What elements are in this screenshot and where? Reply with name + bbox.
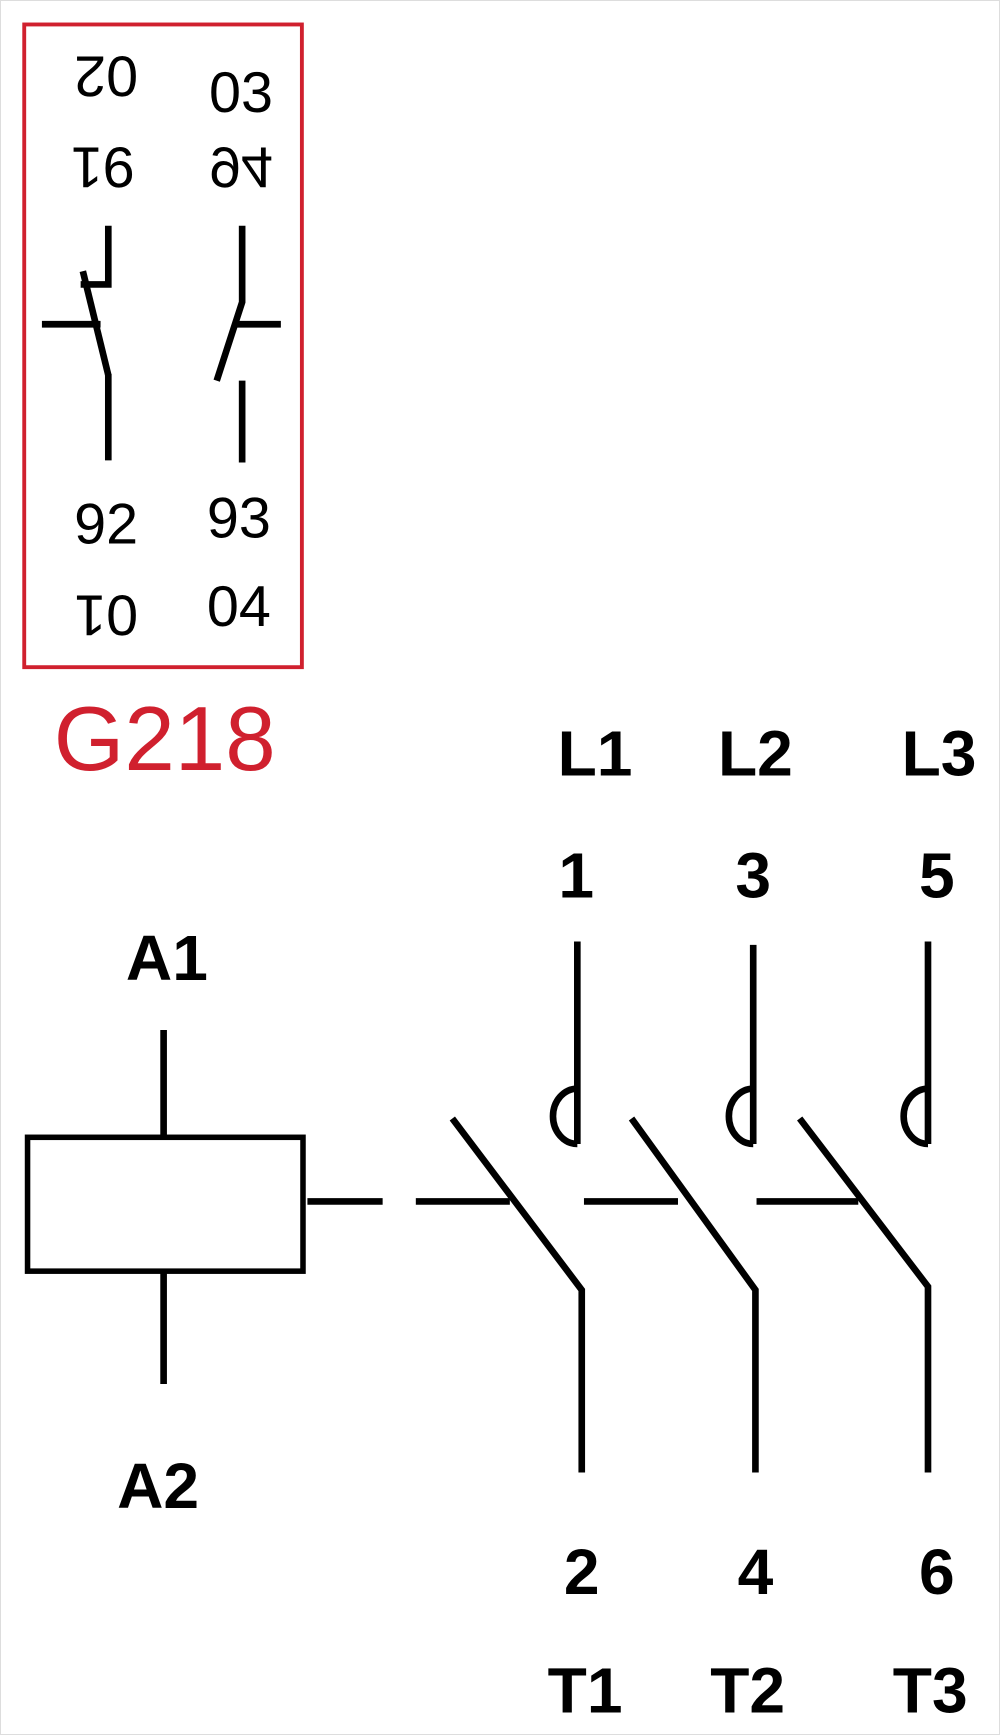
- pole-3-in-terminal: 5: [919, 839, 955, 911]
- coil-terminal-a1: A1: [126, 922, 208, 994]
- nc-contact-symbol: [41, 225, 112, 461]
- main-pole-1: [449, 941, 586, 1473]
- no-bottom-outer-label: 04: [207, 575, 271, 639]
- coil-terminal-a2: A2: [117, 1450, 199, 1522]
- nc-bottom-outer-label: 01: [74, 582, 138, 646]
- pole-2-in-terminal: 3: [735, 839, 771, 911]
- main-pole-2: [628, 944, 759, 1473]
- pole-3-line-label: L3: [902, 718, 977, 790]
- no-top-inner-label: 94: [209, 134, 273, 198]
- no-contact-symbol: [213, 225, 281, 463]
- pole-1-line-label: L1: [558, 718, 633, 790]
- no-top-outer-label: 03: [209, 61, 273, 125]
- pole-2-load-label: T2: [710, 1655, 785, 1727]
- nc-top-inner-label: 91: [71, 134, 135, 198]
- pole-1-in-terminal: 1: [558, 839, 594, 911]
- pole-3-out-terminal: 6: [919, 1536, 955, 1608]
- no-bottom-inner-label: 93: [207, 487, 271, 551]
- pole-2-out-terminal: 4: [738, 1536, 774, 1608]
- nc-bottom-inner-label: 92: [74, 492, 138, 556]
- coil-symbol: [24, 1134, 306, 1274]
- pole-2-line-label: L2: [718, 718, 793, 790]
- pole-1-load-label: T1: [548, 1655, 623, 1727]
- auxiliary-block-frame: [22, 22, 304, 670]
- auxiliary-block-title: G218: [54, 689, 276, 790]
- pole-3-load-label: T3: [893, 1655, 968, 1727]
- main-pole-3: [797, 941, 932, 1473]
- pole-1-out-terminal: 2: [564, 1536, 600, 1608]
- nc-top-outer-label: 02: [74, 44, 138, 108]
